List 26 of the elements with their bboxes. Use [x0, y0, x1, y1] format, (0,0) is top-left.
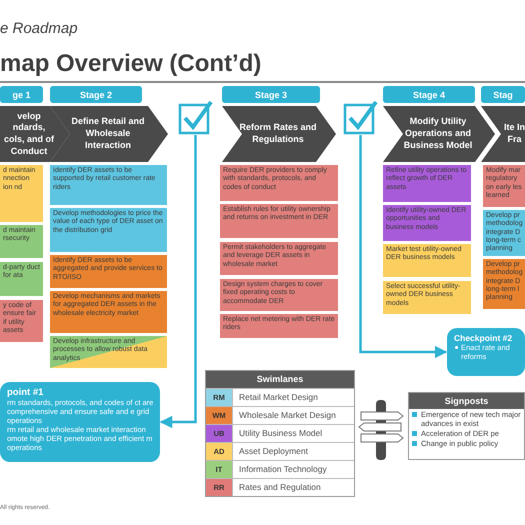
checkbox-icon — [343, 100, 378, 135]
checkbox-icon — [178, 100, 213, 135]
checkpoint-heading: point #1 — [7, 387, 44, 398]
stage-banner: Ite In Fra — [481, 106, 525, 162]
stage-tab: Stage 3 — [222, 86, 320, 103]
legend-text: Utility Business Model — [232, 425, 354, 442]
stage-banner: Reform Rates and Regulations — [222, 106, 336, 162]
stage-tab: Stage 2 — [50, 86, 142, 103]
legend-text: Asset Deployment — [232, 443, 354, 460]
signposts-panel — [408, 392, 525, 460]
legend-text: Retail Market Design — [232, 389, 354, 406]
table-header: Swimlanes — [206, 371, 354, 388]
checkpoint-card — [0, 382, 160, 462]
legend-text: Wholesale Market Design — [232, 407, 354, 424]
stage-tab: Stag — [481, 86, 525, 103]
arrow — [359, 135, 448, 358]
checkpoint-card — [447, 328, 525, 376]
page-title: map Overview (Cont’d) — [0, 50, 262, 78]
stage-tab: ge 1 — [0, 86, 43, 103]
arrow — [160, 135, 197, 428]
section-heading: e Roadmap — [0, 20, 78, 37]
stage-tab: Stage 4 — [383, 86, 475, 103]
legend-text: Information Technology — [232, 461, 354, 478]
legend-text: Rates and Regulation — [232, 479, 354, 496]
panel-header: Signposts — [409, 393, 524, 409]
checkpoint-heading: Checkpoint #2 — [454, 333, 514, 343]
